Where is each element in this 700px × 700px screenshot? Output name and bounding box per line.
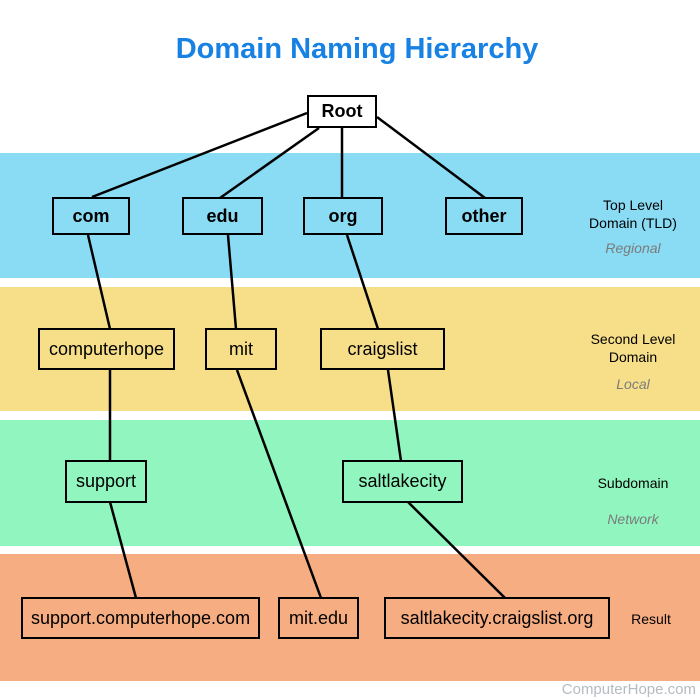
node-root: Root	[307, 95, 377, 128]
edge-com-to-computerhope	[86, 234, 112, 330]
watermark: ComputerHope.com	[561, 681, 696, 698]
band-sublabel-tld: Regional	[605, 240, 661, 256]
band-result	[0, 554, 700, 681]
edge-root-to-edu	[219, 126, 320, 200]
edge-craigslist-to-saltlakecity	[386, 369, 403, 462]
band-sublabel-subdomain: Network	[607, 511, 659, 527]
node-support: support	[65, 460, 147, 503]
node-support-computerhope-com: support.computerhope.com	[21, 597, 260, 639]
band-sublabel-sld: Local	[616, 376, 650, 392]
node-craigslist: craigslist	[320, 328, 445, 370]
edge-root-to-com	[91, 111, 308, 199]
node-mit: mit	[205, 328, 277, 370]
node-saltlakecity-craigslist-org: saltlakecity.craigslist.org	[384, 597, 610, 639]
node-com: com	[52, 197, 130, 235]
edge-saltlakecity-to-saltlakecity-craigslist-org	[407, 501, 506, 599]
edge-edu-to-mit	[226, 234, 238, 330]
node-edu: edu	[182, 197, 263, 235]
band-sld	[0, 287, 700, 411]
band-label-subdomain: Subdomain	[558, 474, 700, 492]
band-label-line: Domain (TLD)	[589, 215, 677, 232]
node-org: org	[303, 197, 383, 235]
edge-mit-to-mit-edu	[235, 369, 323, 599]
band-label-line: Result	[631, 611, 671, 627]
node-computerhope: computerhope	[38, 328, 175, 370]
band-label-line: Top Level	[603, 197, 663, 213]
band-label-line: Subdomain	[597, 475, 669, 491]
node-saltlakecity: saltlakecity	[342, 460, 463, 503]
band-label-line: Second Level	[590, 331, 676, 347]
band-label-result: Result	[576, 610, 700, 628]
node-mit-edu: mit.edu	[278, 597, 359, 639]
edge-org-to-craigslist	[345, 234, 380, 330]
node-other: other	[445, 197, 523, 235]
edge-root-to-other	[376, 116, 486, 199]
band-tld	[0, 153, 700, 278]
edge-support-to-support-computerhope-com	[108, 501, 138, 599]
band-label-line: Domain	[608, 349, 658, 366]
page-title: Domain Naming Hierarchy	[175, 33, 539, 65]
